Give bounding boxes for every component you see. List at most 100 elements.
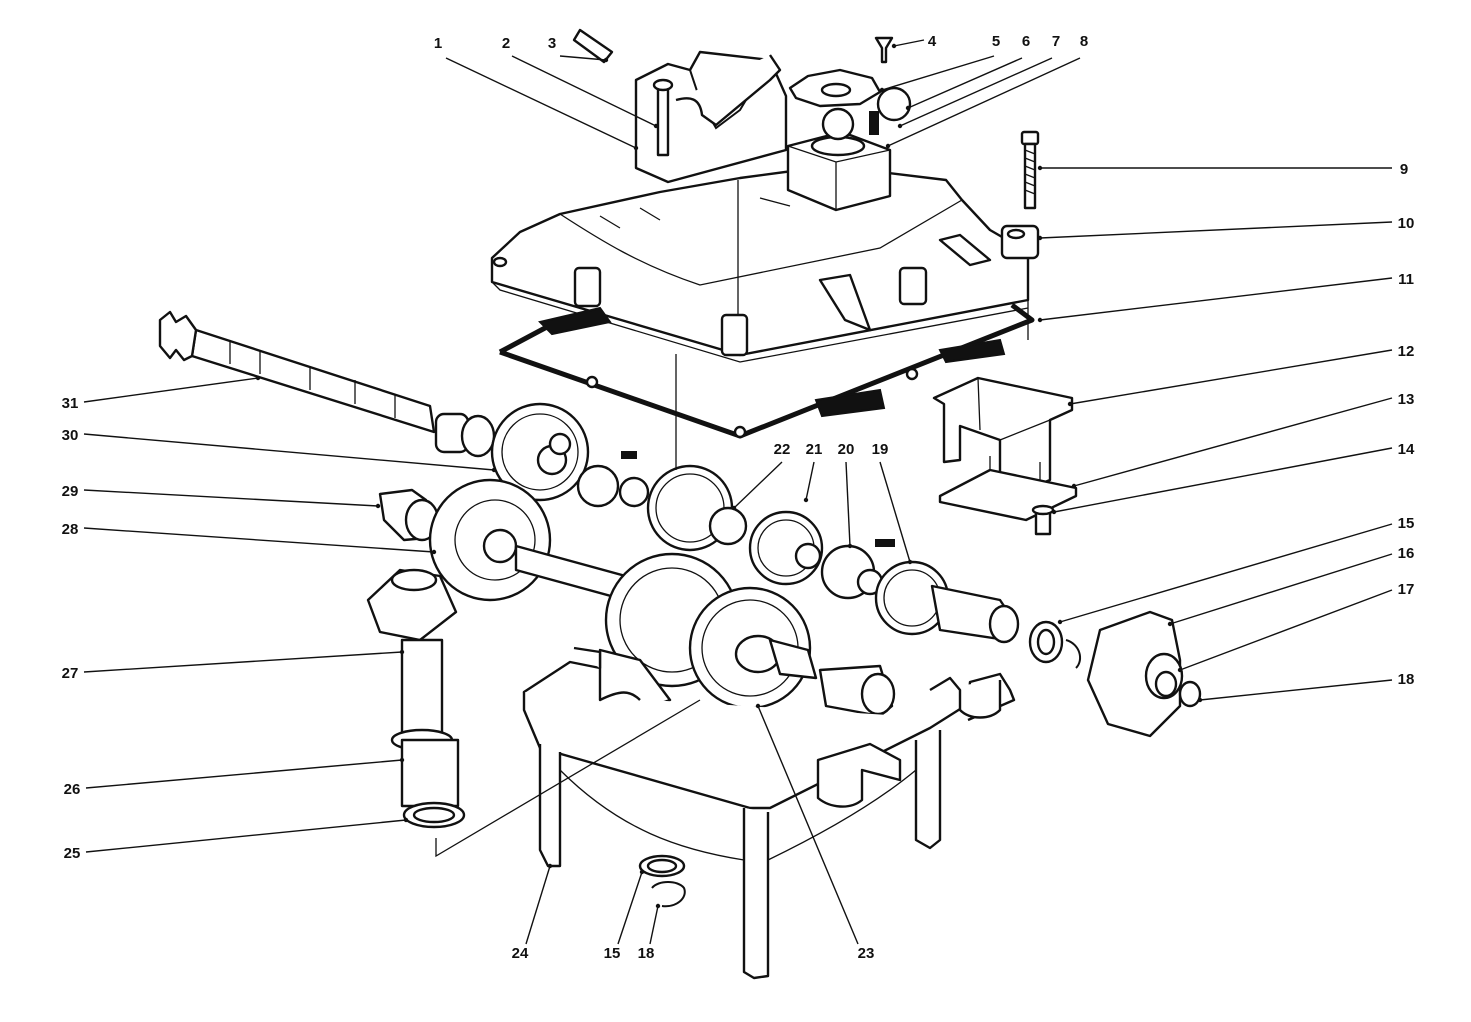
callout-label: 15 [604,945,621,962]
callout-leader-dot [603,57,609,63]
breather-housing [786,130,892,212]
callout-leader-dot [1067,401,1073,407]
callout-leader-dot [897,123,903,129]
callout-leader-dot [731,505,737,511]
callout-label: 17 [1398,581,1415,598]
callout-leader-line [1199,679,1393,701]
callout-c8: 8 [885,33,1088,149]
callout-label: 4 [928,33,937,50]
callout-c4: 4 [891,33,937,50]
callout-label: 9 [1400,161,1408,178]
callout-leader-dot [1177,667,1183,673]
callout-leader-dot [375,503,381,509]
callout-c6: 6 [905,33,1030,111]
callout-c22: 22 [731,441,791,511]
callout-label: 11 [1398,271,1414,288]
callout-c12: 12 [1067,343,1415,407]
callout-c16: 16 [1167,545,1415,627]
callout-label: 26 [64,781,81,798]
callout-label: 5 [992,33,1000,50]
callout-leader-dot [403,817,409,823]
callout-leader-line [511,55,657,127]
callout-c30: 30 [62,427,497,473]
callout-c20: 20 [838,441,854,549]
callout-c15a: 15 [1057,515,1415,625]
callout-c27: 27 [62,649,405,682]
callout-label: 12 [1398,343,1415,360]
callout-label: 19 [872,441,889,458]
callout-label: 2 [502,35,510,52]
callout-leader-line [1039,221,1393,239]
gear-cluster-upper [490,402,650,508]
callout-label: 24 [512,945,529,962]
callout-label: 21 [806,441,823,458]
callout-leader-dot [905,105,911,111]
callout-label: 18 [1398,671,1415,688]
callout-leader-line [757,705,859,945]
callout-leader-dot [847,543,853,549]
callout-leader-line [559,55,607,61]
callout-leader-dot [633,145,639,151]
callout-leader-line [85,759,403,789]
callout-c15b: 15 [604,869,645,962]
breather-small-parts [788,36,912,141]
gear-train-main [646,464,1020,644]
callout-c9: 9 [1037,161,1408,178]
callout-leader-dot [655,903,661,909]
housing-case [522,646,1016,980]
callout-c14: 14 [1051,441,1415,515]
callout-label: 30 [62,427,79,444]
callout-label: 28 [62,521,79,538]
callout-leader-line [83,377,259,403]
callout-label: 29 [62,483,79,500]
callout-leader-dot [653,123,659,129]
callout-c7: 7 [897,33,1060,129]
callout-leader-dot [547,863,553,869]
callout-leader-line [879,461,911,563]
callout-leader-dot [431,549,437,555]
callout-c19: 19 [872,441,913,565]
callout-c29: 29 [62,483,381,509]
callout-c23: 23 [755,703,875,962]
assembly-guide-lines [435,260,1029,858]
callout-c10: 10 [1037,215,1415,241]
bevel-pinion-shaft [366,568,466,829]
housing-cover [490,168,1040,363]
bottom-rings [638,854,686,908]
callout-leader-line [887,57,1081,147]
callout-leader-line [83,527,435,553]
callout-leader-line [525,865,551,945]
callout-label: 16 [1398,545,1415,562]
callout-leader-line [881,55,995,91]
callout-label: 10 [1398,215,1415,232]
callout-leader-line [617,871,643,945]
callout-leader-dot [1037,165,1043,171]
callout-leader-line [83,433,495,471]
callout-leader-line [1073,397,1393,487]
callout-label: 23 [858,945,875,962]
callout-leader-line [1069,349,1393,405]
callout-c24: 24 [512,863,553,962]
callout-leader-dot [907,559,913,565]
callout-leader-dot [885,143,891,149]
callout-leader-dot [1071,483,1077,489]
callout-c18a: 18 [1197,671,1415,703]
callout-leader-line [805,461,815,501]
callout-c31: 31 [62,375,261,412]
callout-leader-dot [891,43,897,49]
callout-leader-line [899,57,1053,127]
callout-label: 15 [1398,515,1415,532]
callout-c28: 28 [62,521,437,555]
callout-leader-dot [755,703,761,709]
callout-label: 22 [774,441,791,458]
brake-drum [1028,610,1202,738]
callout-leader-line [893,39,925,47]
shift-lever-bracket [572,28,788,184]
callout-label: 8 [1080,33,1088,50]
callout-leader-dot [491,467,497,473]
callout-c1: 1 [434,35,639,151]
callout-leader-line [907,57,1023,109]
callout-label: 7 [1052,33,1060,50]
callout-label: 18 [638,945,655,962]
